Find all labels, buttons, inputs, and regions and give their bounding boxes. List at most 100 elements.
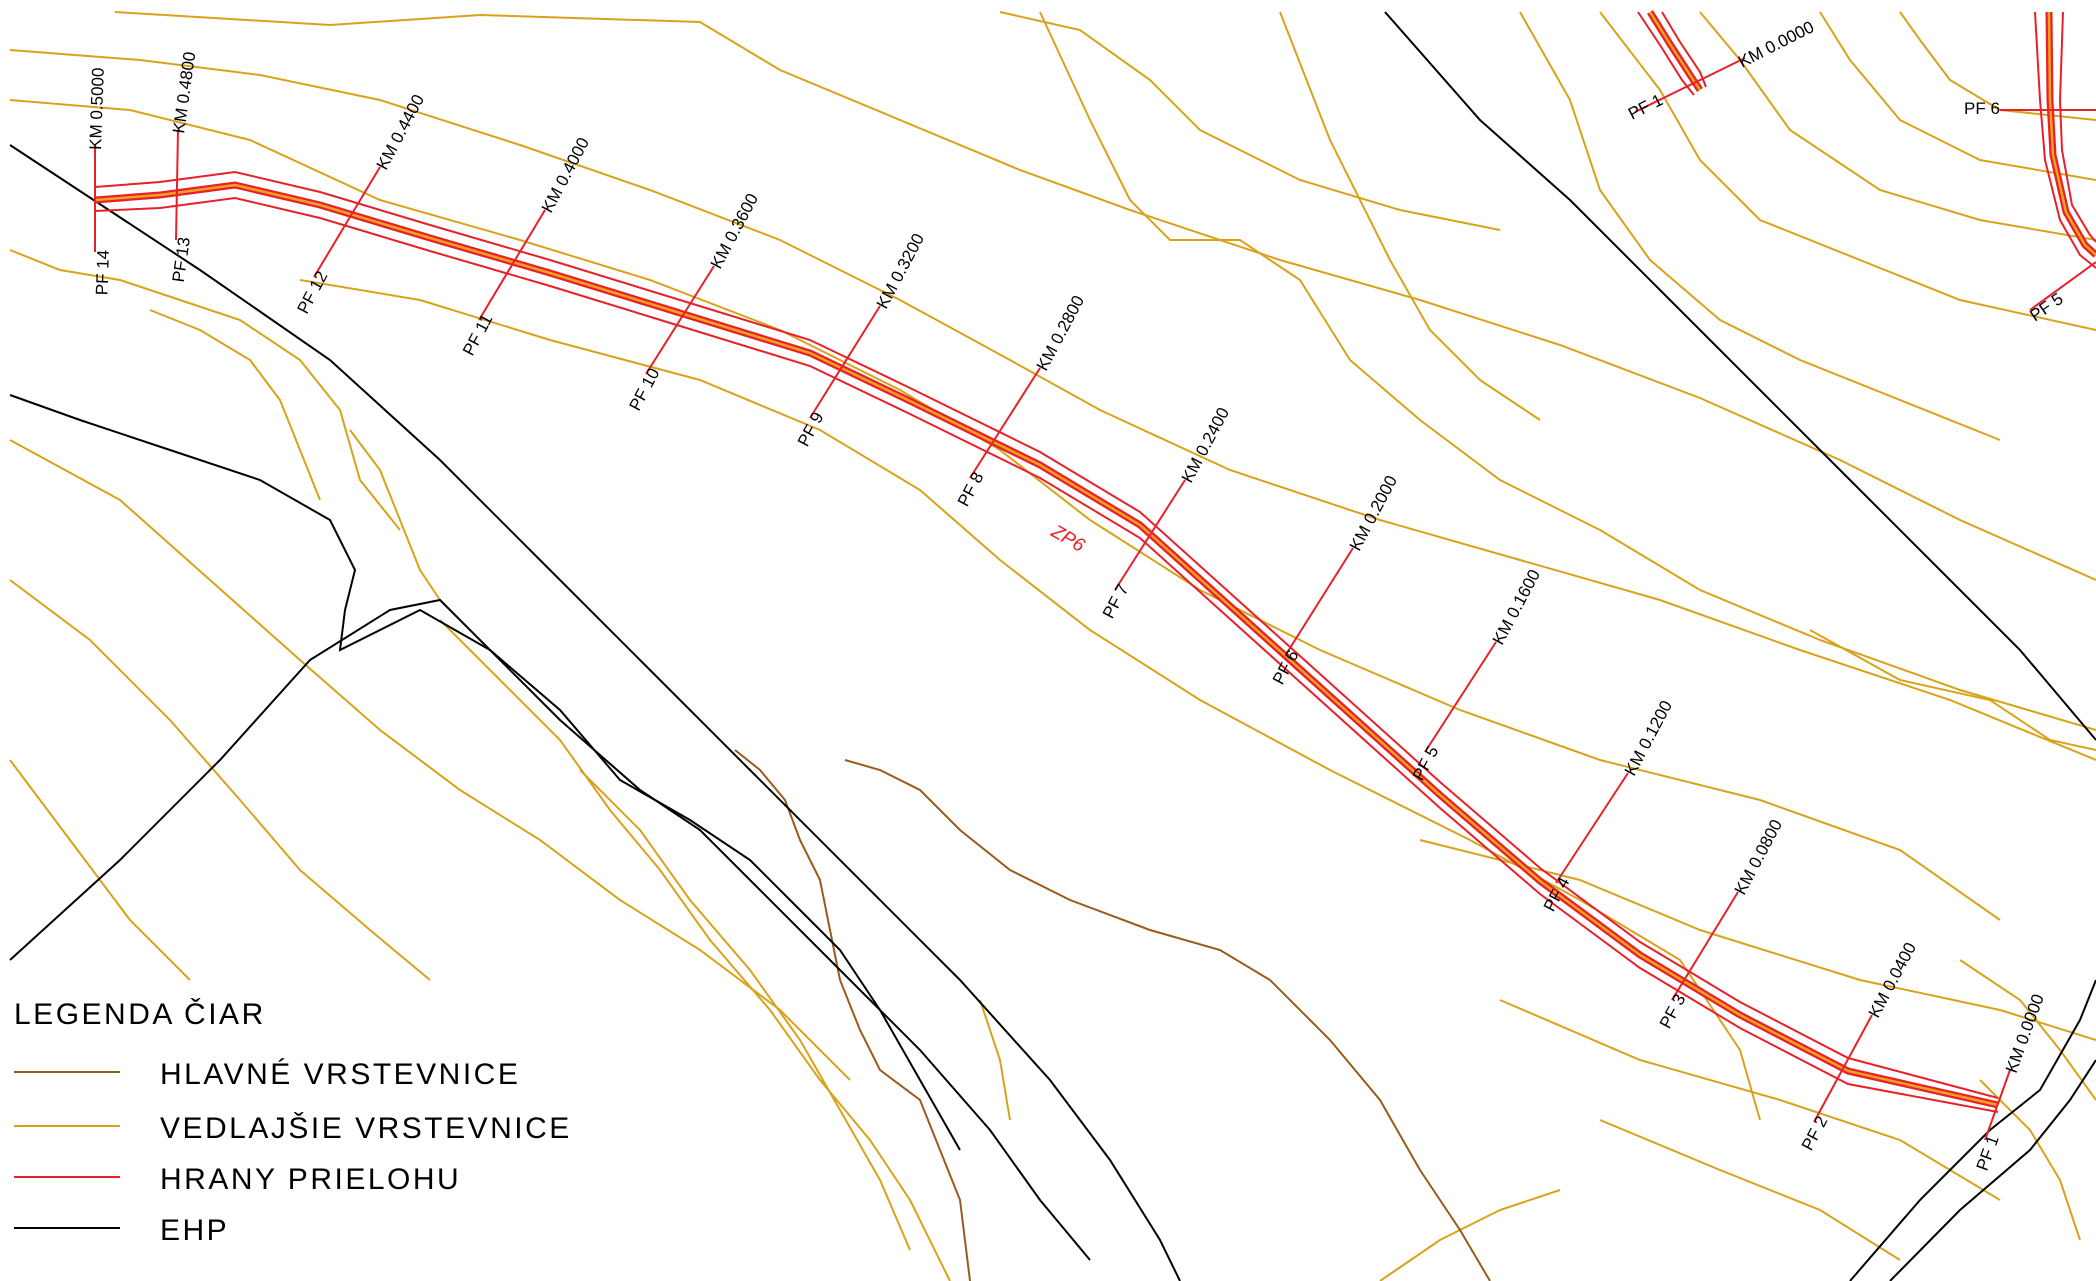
main-route[interactable]	[94, 170, 1999, 1113]
minor-contour	[9, 759, 191, 981]
side-route-top[interactable]: PF 1 KM 0.0000	[1625, 10, 1817, 124]
road-axis-outer	[94, 181, 1999, 1109]
minor-contour	[1419, 839, 2096, 1041]
profile-pf-label: PF 8	[954, 469, 988, 510]
profile-tick	[175, 129, 179, 241]
route-label: ZP6	[1047, 521, 1089, 557]
minor-contour	[999, 11, 1501, 231]
profile-pf-label: PF 10	[625, 365, 663, 414]
profile-tick	[809, 305, 881, 419]
minor-contour	[1599, 1119, 1901, 1261]
minor-contour	[1039, 11, 2096, 731]
legend-title: LEGENDA ČIAR	[14, 997, 266, 1031]
ehp-line	[9, 144, 1181, 1281]
ehp-line	[9, 598, 1091, 1261]
profile-tick	[645, 265, 715, 375]
profile-km-label: KM 0.3600	[707, 190, 762, 272]
profile-pf-label: PF 9	[794, 409, 828, 450]
profile-pf-label: PF 3	[1656, 991, 1690, 1032]
minor-contour	[114, 11, 2096, 581]
ehp-line	[9, 394, 961, 1151]
minor-contours	[9, 11, 2096, 1281]
legend-label-road-edge: HRANY PRIELOHU	[160, 1163, 461, 1196]
minor-contour	[1499, 999, 2001, 1201]
profile-km-label: KM 0.2000	[1346, 472, 1401, 554]
profile-pf-label: PF 11	[459, 311, 496, 359]
minor-contour	[1599, 11, 2096, 331]
minor-contour	[9, 249, 401, 531]
side-road-axis	[2045, 11, 2096, 258]
profile-pf-label: PF 6	[1964, 99, 2000, 118]
minor-contour	[9, 579, 431, 981]
profile-pf-label: PF 1	[1973, 1133, 2003, 1173]
profile-km-label: KM 0.2400	[1178, 404, 1233, 486]
side-road-axis-inner	[1648, 11, 1702, 91]
profile-pf-label: PF 5	[1409, 743, 1443, 784]
ehp-line	[1889, 1059, 2096, 1281]
side-road-edge	[1661, 11, 1707, 88]
road-axis-inner	[94, 183, 1999, 1107]
main-contour	[734, 749, 971, 1281]
minor-contour	[349, 429, 441, 601]
profile-km-label: KM 0.4400	[373, 91, 428, 173]
profile-tick	[313, 166, 381, 278]
profile-tick	[478, 209, 546, 321]
profile-tick	[1424, 641, 1497, 753]
minor-contour	[1809, 629, 2096, 751]
profile-pf-label: PF 12	[293, 268, 331, 317]
profile-tick	[1984, 1069, 2011, 1141]
profile-pf-label: PF 2	[1798, 1113, 1832, 1154]
ehp-line	[1384, 11, 2096, 741]
minor-contour	[439, 619, 951, 1281]
profile-pf-label: PF 1	[1625, 90, 1666, 123]
minor-contour	[1899, 11, 2096, 121]
profile-tick	[2029, 261, 2096, 311]
profile-tick	[1813, 1014, 1873, 1123]
side-road-axis-inner	[2047, 11, 2096, 256]
minor-contour	[9, 99, 2001, 921]
legend-label-minor-contour: VEDLAJŠIE VRSTEVNICE	[160, 1111, 572, 1145]
profile-km-label: KM 0.2800	[1033, 292, 1088, 374]
profile-tick	[1284, 547, 1354, 657]
side-road-edge	[2034, 11, 2096, 269]
minor-contour	[299, 279, 1761, 1121]
minor-contour	[979, 999, 1011, 1121]
profile-tick	[969, 367, 1041, 479]
profile-km-label: KM 0.4000	[538, 134, 593, 216]
profile-pf-label: PF 13	[169, 236, 194, 284]
minor-contour	[1979, 1079, 2081, 1241]
minor-contour	[1519, 11, 2001, 441]
profile-tick	[1555, 772, 1629, 884]
minor-contour	[9, 49, 2096, 761]
main-contours	[734, 749, 1491, 1281]
legend-label-main-contour: HLAVNÉ VRSTEVNICE	[160, 1058, 520, 1091]
minor-contour	[1279, 11, 1541, 421]
minor-contour	[9, 439, 851, 1081]
profile-km-label: KM 0.0400	[1865, 939, 1920, 1021]
ehp-line	[1849, 979, 2096, 1281]
profile-km-label: KM 0.0800	[1731, 816, 1786, 898]
profile-tick	[1634, 57, 1746, 113]
legend-label-ehp: EHP	[160, 1214, 229, 1247]
side-road-edge	[1637, 11, 1695, 96]
profile-km-label: KM 0.5000	[86, 67, 108, 150]
profile-km-label: KM 0.0000	[2002, 992, 2048, 1076]
road-edge-top	[94, 170, 1999, 1099]
profile-km-label: KM 0.1600	[1489, 566, 1544, 648]
side-road-edge	[2058, 11, 2096, 243]
minor-contour	[1819, 11, 2096, 181]
profile-tick	[1671, 891, 1739, 1001]
minor-contour	[1959, 959, 2096, 1101]
minor-contour	[1379, 1189, 1561, 1281]
profile-km-label: KM 0.1200	[1621, 697, 1676, 779]
minor-contour	[1699, 11, 2096, 241]
profile-km-label: KM 0.4800	[169, 50, 199, 134]
legend: LEGENDA ČIAR HLAVNÉ VRSTEVNICE VEDLAJŠIE…	[14, 997, 572, 1247]
profile-km-label: KM 0.0000	[1735, 17, 1817, 71]
road-edge-bottom	[94, 196, 1999, 1113]
minor-contour	[579, 769, 911, 1251]
main-contour	[844, 759, 1491, 1281]
profile-tick	[1114, 479, 1186, 591]
profile-pf-label: PF 14	[92, 249, 113, 295]
